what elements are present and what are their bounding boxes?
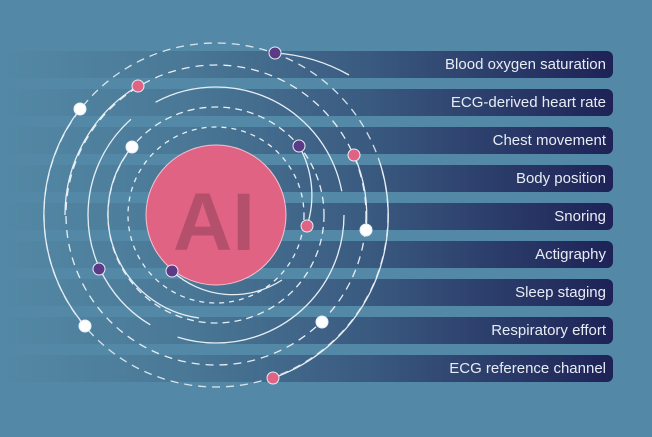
node-pink [266,371,280,385]
parameter-label: Body position [515,170,606,187]
orbit-solid-7 [171,270,283,296]
parameter-band: ECG-derived heart rate [0,89,613,116]
node-purple [165,264,179,278]
orbit-solid-6b [298,145,313,227]
ai-core-label: AI [173,177,255,268]
orbit-dashed-8 [127,126,305,304]
node-purple [292,139,306,153]
parameter-label: Respiratory effort [491,322,606,339]
node-white [125,140,139,154]
parameter-band: Respiratory effort [0,317,613,344]
parameter-label: Blood oxygen saturation [445,56,606,73]
parameter-band: Sleep staging [0,279,613,306]
orbit-outer-solid [274,52,350,76]
orbit-outer-dashed [43,42,389,388]
parameter-band: Chest movement [0,127,613,154]
node-purple [268,46,282,60]
ai-core-circle [145,144,287,286]
parameter-label: Sleep staging [515,284,606,301]
parameter-label: ECG reference channel [449,360,606,377]
orbit-solid-4 [87,86,345,344]
parameter-band: ECG reference channel [0,355,613,382]
parameter-label: Snoring [554,208,606,225]
node-white [73,102,87,116]
node-pink [347,148,361,162]
orbit-solid-6 [107,146,200,319]
node-pink [300,219,314,233]
orbit-outer-solid-left [43,108,86,327]
node-white [78,319,92,333]
parameter-band: Body position [0,165,613,192]
parameter-band: Blood oxygen saturation [0,51,613,78]
orbit-solid-3 [64,85,139,216]
parameter-label: Chest movement [492,132,606,149]
orbit-dashed-2 [65,64,367,366]
node-white [315,315,329,329]
node-pink [131,79,145,93]
node-white [359,223,373,237]
parameter-label: Actigraphy [535,246,606,263]
parameter-label: ECG-derived heart rate [450,94,606,111]
orbit-solid-3b [353,154,368,231]
node-purple [92,262,106,276]
